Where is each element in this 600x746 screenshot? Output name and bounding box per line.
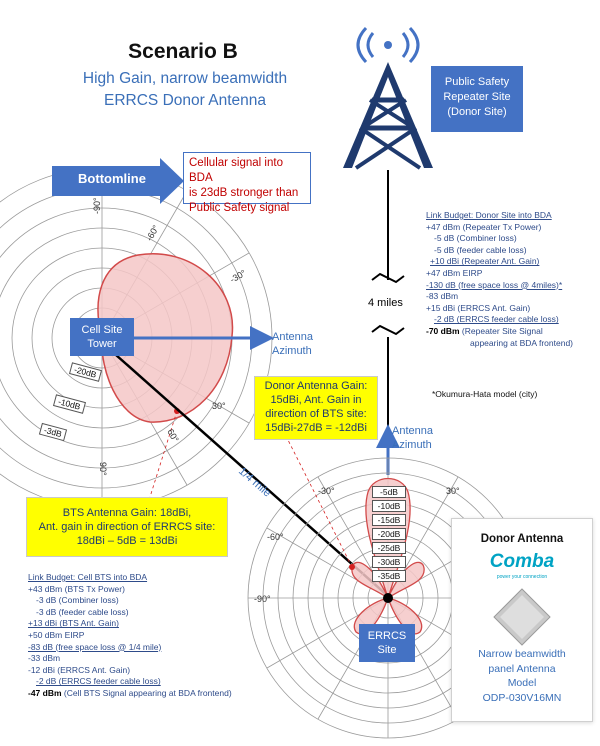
errcs-site-line: ERRCS <box>367 630 407 642</box>
bts-angle-label: -30° <box>228 268 248 285</box>
errcs-db-label: -15dB <box>372 514 406 526</box>
donor-gain-line: 15dBi, Ant. Gain in <box>270 394 362 406</box>
errcs-azimuth-label-line: Antenna <box>392 425 433 437</box>
budget-line: +43 dBm (BTS Tx Power) <box>28 583 125 594</box>
budget-line: -12 dBi (ERRCS Ant. Gain) <box>28 664 131 675</box>
bts-gain-line: BTS Antenna Gain: 18dBi, <box>62 507 192 519</box>
page-title: Scenario B <box>128 40 238 63</box>
donor-antenna-gain-box: Donor Antenna Gain: 15dBi, Ant. Gain in … <box>254 376 378 440</box>
comba-logo: Comba <box>489 551 555 572</box>
errcs-db-label: -35dB <box>372 570 406 582</box>
cell-site-line: Cell Site <box>81 324 123 336</box>
errcs-center-dot <box>383 593 393 603</box>
bts-azimuth-label: Antenna Azimuth <box>272 330 313 358</box>
subtitle-line: High Gain, narrow beamwidth <box>82 70 288 87</box>
budget-line: -5 dB (feeder cable loss) <box>434 244 527 255</box>
bottomline-message-line: Cellular signal into BDA <box>189 157 283 184</box>
budget-line: -5 dB (Combiner loss) <box>434 233 517 244</box>
okumura-note: *Okumura-Hata model (city) <box>432 389 538 399</box>
errcs-db-label: -5dB <box>372 486 406 498</box>
panel-antenna-image <box>493 588 551 646</box>
public-safety-site-box: Public Safety Repeater Site (Donor Site) <box>431 66 523 132</box>
errcs-angle-label: 30° <box>446 486 460 496</box>
bottomline-message-line: Public Safety signal <box>189 202 290 214</box>
distance-label: 4 miles <box>368 297 403 309</box>
donor-budget-result: -70 dBm <box>426 325 460 336</box>
budget-line: +50 dBm EIRP <box>28 629 85 640</box>
public-safety-site-line: Public Safety <box>444 76 510 88</box>
bts-azimuth-label-line: Antenna <box>272 331 313 343</box>
bts-link-budget: Link Budget: Cell BTS into BDA +43 dBm (… <box>28 572 278 700</box>
antenna-card-line: ODP-030V16MN <box>482 691 562 704</box>
errcs-angle-label: -90° <box>254 594 271 604</box>
donor-budget-result-text: appearing at BDA frontend) <box>470 337 574 348</box>
budget-line: +15 dBi (ERRCS Ant. Gain) <box>426 302 531 313</box>
antenna-card-line: Model <box>507 677 537 689</box>
bts-gain-line: 18dBi – 5dB = 13dBi <box>76 535 178 547</box>
errcs-db-label: -20dB <box>372 528 406 540</box>
bts-budget-header: Link Budget: Cell BTS into BDA <box>28 572 148 582</box>
errcs-db-label: -30dB <box>372 556 406 568</box>
errcs-site-box: ERRCS Site <box>359 624 415 662</box>
subtitle-line: ERRCS Donor Antenna <box>104 92 266 109</box>
budget-line: -2 dB (ERRCS feeder cable loss) <box>434 314 559 325</box>
budget-line: -33 dBm <box>28 653 61 664</box>
donor-antenna-card: Donor Antenna Comba power your connectio… <box>451 518 593 722</box>
errcs-db-label: -25dB <box>372 542 406 554</box>
bts-angle-label: -90° <box>92 197 102 214</box>
bts-gain-line: Ant. gain in direction of ERRCS site: <box>38 521 216 533</box>
cell-site-tower-box: Cell Site Tower <box>70 318 134 356</box>
budget-line: -83 dBm <box>426 291 459 302</box>
tower-icon <box>343 26 433 170</box>
bottomline-message: Cellular signal into BDA is 23dB stronge… <box>183 152 311 214</box>
budget-line: +47 dBm (Repeater Tx Power) <box>426 221 542 232</box>
budget-line: -3 dB (feeder cable loss) <box>36 606 129 617</box>
quarter-mile-label: 1/4 mile <box>236 465 273 499</box>
quarter-mile-link <box>106 346 389 597</box>
bts-angle-label: 90° <box>98 462 108 476</box>
errcs-angle-label: -30° <box>318 486 335 496</box>
bts-budget-result: -47 dBm <box>28 687 62 698</box>
donor-budget-result-text: (Repeater Site Signal <box>461 325 543 336</box>
bottomline-label: Bottomline <box>78 171 146 186</box>
budget-line: -2 dB (ERRCS feeder cable loss) <box>36 676 161 687</box>
bts-azimuth-label-line: Azimuth <box>272 345 312 357</box>
budget-line: +13 dBi (BTS Ant. Gain) <box>28 618 119 629</box>
antenna-card-line: Narrow beamwidth <box>478 648 566 660</box>
donor-gain-line: direction of BTS site: <box>265 408 367 420</box>
bts-budget-result-text: (Cell BTS Signal appearing at BDA fronte… <box>63 687 232 698</box>
public-safety-site-line: (Donor Site) <box>447 106 507 118</box>
budget-line: +47 dBm EIRP <box>426 267 483 278</box>
comba-tagline: power your connection <box>496 574 548 580</box>
donor-gain-line: 15dBi-27dB = -12dBi <box>265 422 367 434</box>
donor-link-budget: Link Budget: Donor Site into BDA +47 dBm… <box>426 210 600 349</box>
budget-line: -3 dB (Combiner loss) <box>36 595 119 606</box>
errcs-db-scale: -5dB -10dB -15dB -20dB -25dB -30dB -35dB <box>372 486 406 582</box>
bts-angle-label: 30° <box>212 401 226 411</box>
donor-gain-line: Donor Antenna Gain: <box>264 380 368 392</box>
donor-budget-header: Link Budget: Donor Site into BDA <box>426 210 552 220</box>
errcs-azimuth-label: Antenna Azimuth <box>392 424 433 452</box>
budget-line: -130 dB (free space loss @ 4miles)* <box>426 279 563 290</box>
antenna-card-line: panel Antenna <box>488 662 556 675</box>
public-safety-site-line: Repeater Site <box>443 91 511 103</box>
antenna-card-description: Narrow beamwidth panel Antenna Model ODP… <box>452 647 592 705</box>
budget-line: -83 dB (free space loss @ 1/4 mile) <box>28 641 162 652</box>
antenna-card-title: Donor Antenna <box>480 533 564 545</box>
bts-antenna-gain-box: BTS Antenna Gain: 18dBi, Ant. gain in di… <box>26 497 228 557</box>
bottomline-arrow-shape <box>52 158 184 204</box>
cell-site-line: Tower <box>87 338 117 350</box>
errcs-site-line: Site <box>377 644 397 656</box>
budget-line: +10 dBi (Repeater Ant. Gain) <box>430 256 540 267</box>
bottomline-message-line: is 23dB stronger than <box>189 187 299 199</box>
errcs-db-label: -10dB <box>372 500 406 512</box>
errcs-azimuth-label-line: Azimuth <box>392 439 432 451</box>
errcs-angle-label: -60° <box>267 532 284 542</box>
